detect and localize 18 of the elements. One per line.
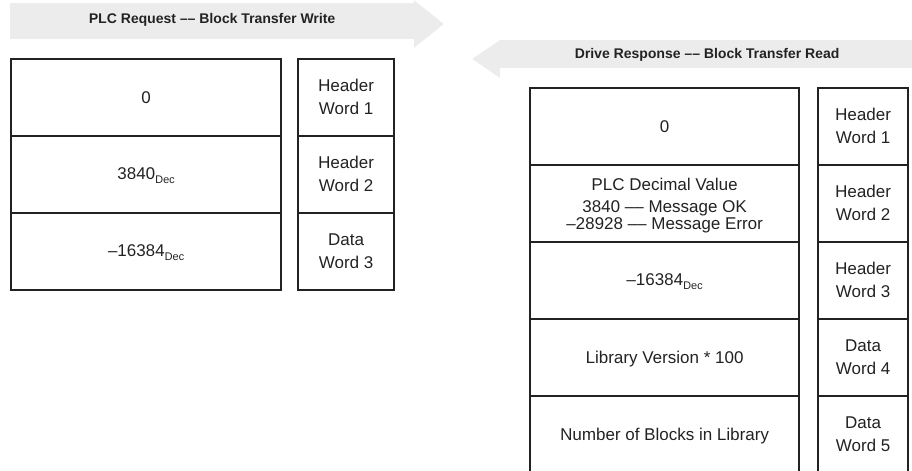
direction-banner: Drive Response –– Block Transfer Read bbox=[472, 40, 912, 78]
value-cell: Library Version * 100 bbox=[529, 318, 800, 397]
value-cell: 3840$_{Dec}$ bbox=[10, 135, 282, 214]
word-label-cell: Data Word 4 bbox=[817, 318, 909, 397]
word-label-cell: Data Word 3 bbox=[297, 212, 395, 291]
word-label-cell: Header Word 2 bbox=[817, 164, 909, 243]
word-label-cell: Data Word 5 bbox=[817, 395, 909, 471]
word-label-cell: Header Word 1 bbox=[297, 58, 395, 137]
value-cell: –16384$_{Dec}$ bbox=[529, 241, 800, 320]
value-cell: 0 bbox=[10, 58, 282, 137]
word-label-cell: Header Word 3 bbox=[817, 241, 909, 320]
word-label-cell: Header Word 1 bbox=[817, 87, 909, 166]
direction-banner: PLC Request –– Block Transfer Write bbox=[10, 0, 444, 48]
value-cell: 0 bbox=[529, 87, 800, 166]
value-cell: Number of Blocks in Library bbox=[529, 395, 800, 471]
value-cell: PLC Decimal Value 3840 –– Message OK –28928 –– Message Error bbox=[529, 164, 800, 243]
word-label-cell: Header Word 2 bbox=[297, 135, 395, 214]
value-cell: –16384$_{Dec}$ bbox=[10, 212, 282, 291]
